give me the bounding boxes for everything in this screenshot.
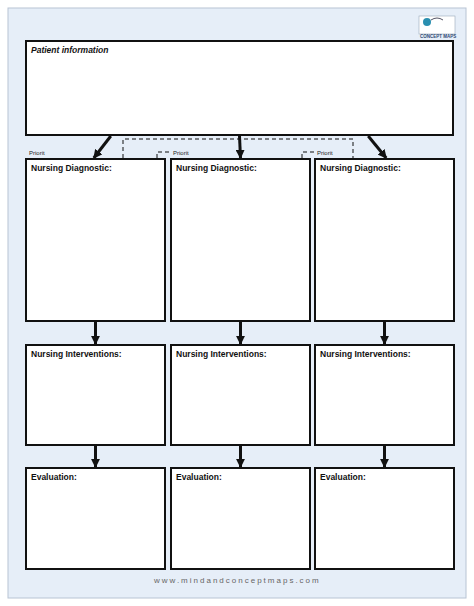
box-heading: Nursing Interventions: [31,349,164,359]
box-heading: Patient information [31,45,452,55]
arrow-connector [383,446,386,467]
panel [8,8,466,598]
evaluation-box: Evaluation: [314,467,455,570]
box-heading: Nursing Interventions: [176,349,309,359]
arrow-connector [383,322,386,344]
patient-info-box: Patient information [25,40,454,136]
evaluation-box: Evaluation: [25,467,166,570]
interventions-box: Nursing Interventions: [25,344,166,446]
box-heading: Evaluation: [320,472,453,482]
logo-icon [419,16,455,34]
priority-dashed-lines [123,139,353,158]
box-heading: Nursing Interventions: [320,349,453,359]
footer-url: www.mindandconceptmaps.com [154,576,321,585]
evaluation-box: Evaluation: [170,467,311,570]
logo-text: CONCEPT MAPS [420,34,456,39]
box-heading: Nursing Diagnostic: [176,163,309,173]
priority-label: Priorit [29,150,45,156]
interventions-box: Nursing Interventions: [314,344,455,446]
box-heading: Nursing Diagnostic: [31,163,164,173]
priority-label: Priorit [317,150,333,156]
priority-label: Priorit [173,150,189,156]
box-heading: Nursing Diagnostic: [320,163,453,173]
diagnostic-box: Nursing Diagnostic: [170,158,311,322]
arrow-connector [240,136,241,158]
arrow-connector [94,136,111,158]
diagnostic-box: Nursing Diagnostic: [314,158,455,322]
box-heading: Evaluation: [176,472,309,482]
diagnostic-box: Nursing Diagnostic: [25,158,166,322]
arrow-connector [368,136,386,158]
arrow-connector [94,446,97,467]
box-heading: Evaluation: [31,472,164,482]
arrow-connector [239,446,242,467]
interventions-box: Nursing Interventions: [170,344,311,446]
arrow-connector [239,322,242,344]
arrow-connector [94,322,97,344]
